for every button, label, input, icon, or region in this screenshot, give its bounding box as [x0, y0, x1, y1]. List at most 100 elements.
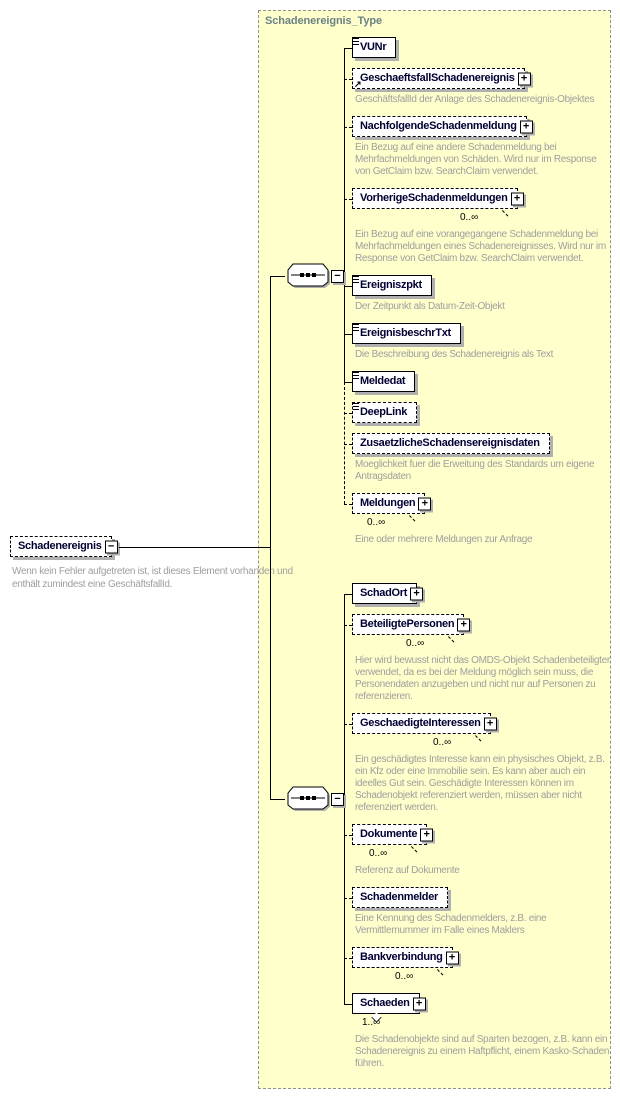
occurrence-label: 0..∞: [395, 971, 414, 982]
element-label: Dokumente: [360, 828, 418, 840]
expand-icon[interactable]: +: [412, 997, 426, 1010]
element-box-meldungen[interactable]: Meldungen+: [352, 493, 432, 515]
annotation-text: Die Beschreibung des Schadenereignis als…: [355, 349, 554, 360]
occurrence-label: 0..∞: [433, 737, 452, 748]
element-row: ↗GeschaeftsfallSchadenereignis+ Geschäfts…: [352, 68, 614, 106]
element-box-schadenmelder[interactable]: Schadenmelder: [352, 887, 449, 908]
element-box-beteiligtepersonen[interactable]: BeteiligtePersonen+: [352, 614, 471, 636]
element-row: NachfolgendeSchadenmeldung+ Ein Bezug auf…: [352, 116, 614, 178]
occurrence-label: 1..∞: [362, 1017, 381, 1028]
element-lines-icon: [353, 276, 360, 283]
connector-line: [344, 199, 352, 200]
connector-line: [344, 444, 352, 445]
element-label: SchadOrt: [360, 587, 408, 599]
connector-line: [344, 1004, 352, 1005]
complex-type-title: Schadenereignis_Type: [265, 15, 383, 27]
sequence-compositor-icon[interactable]: −: [285, 786, 346, 812]
connector-line: [344, 724, 352, 725]
connector-line: [344, 958, 352, 959]
element-label: BeteiligtePersonen: [360, 618, 455, 630]
sequence-compositor-icon[interactable]: −: [285, 263, 346, 289]
element-box-ereigniszpkt[interactable]: Ereigniszpkt: [352, 275, 432, 296]
sequence-group-2: SchadOrt+BeteiligtePersonen+0..∞Hier wir…: [352, 583, 614, 1080]
element-row: VUNr: [352, 37, 614, 58]
element-lines-icon: [353, 38, 360, 45]
element-label: GeschaeftsfallSchadenereignis: [360, 72, 515, 84]
element-box-schadort[interactable]: SchadOrt+: [352, 583, 424, 604]
collapse-button[interactable]: −: [331, 792, 344, 806]
connector-line: [344, 382, 345, 504]
connector-line: [344, 594, 345, 1004]
annotation-text: Der Zeitpunkt als Datum-Zeit-Objekt: [355, 301, 505, 312]
element-box-schaeden[interactable]: Schaeden+: [352, 993, 426, 1015]
element-label: Schaeden: [360, 997, 410, 1009]
expand-icon[interactable]: +: [418, 497, 432, 510]
element-row: BeteiligtePersonen+0..∞Hier wird bewusst…: [352, 614, 614, 703]
expand-icon[interactable]: +: [519, 120, 533, 133]
reference-arrow-icon: ↗: [354, 79, 362, 89]
element-box-schadenereignis[interactable]: Schadenereignis −: [10, 536, 118, 557]
element-box-dokumente[interactable]: Dokumente+: [352, 824, 434, 846]
expand-icon[interactable]: +: [445, 951, 459, 964]
element-label: VUNr: [360, 41, 387, 53]
element-row: Schaeden+1..∞Die Schadenobjekte sind auf…: [352, 993, 614, 1070]
collapse-button[interactable]: −: [104, 540, 118, 553]
connector-line: [344, 625, 352, 626]
element-label: GeschaedigteInteressen: [360, 717, 481, 729]
element-row: Meldungen+0..∞Eine oder mehrere Meldunge…: [352, 493, 614, 546]
element-row: GeschaedigteInteressen+0..∞Ein geschädig…: [352, 713, 614, 814]
element-label: ZusaetzlicheSchadensereignisdaten: [360, 437, 540, 449]
element-label: Meldedat: [360, 375, 406, 387]
connector-line: [270, 276, 271, 799]
expand-icon[interactable]: +: [410, 587, 424, 600]
annotation-text: Referenz auf Dokumente: [355, 865, 460, 876]
occurrence-label: 0..∞: [406, 638, 425, 649]
annotation-text: Eine oder mehrere Meldungen zur Anfrage: [355, 534, 533, 545]
connector-line: [344, 127, 352, 128]
element-label: Bankverbindung: [360, 951, 443, 963]
element-lines-icon: [353, 403, 360, 410]
element-box-geschaedigteinteressen[interactable]: GeschaedigteInteressen+: [352, 713, 497, 735]
connector-line: [344, 48, 345, 382]
element-row: Meldedat: [352, 371, 614, 392]
expand-icon[interactable]: +: [420, 828, 434, 841]
occurrence-label: 0..∞: [460, 212, 479, 223]
connector-line: [344, 79, 352, 80]
element-label: Ereigniszpkt: [360, 279, 422, 291]
element-box-vorherigeschadenmeldungen[interactable]: VorherigeSchadenmeldungen+: [352, 188, 524, 210]
connector-line: [270, 799, 285, 800]
element-label: EreignisbeschrTxt: [360, 327, 451, 339]
expand-icon[interactable]: +: [510, 192, 524, 205]
element-box-vunr[interactable]: VUNr: [352, 37, 397, 58]
expand-icon[interactable]: +: [457, 618, 471, 631]
element-row: SchadOrt+: [352, 583, 614, 604]
element-lines-icon: [353, 324, 360, 331]
connector-line: [344, 286, 352, 287]
element-label: Meldungen: [360, 497, 416, 509]
expand-icon[interactable]: +: [483, 717, 497, 730]
expand-icon[interactable]: +: [517, 72, 531, 85]
sequence-group-1: VUNr↗GeschaeftsfallSchadenereignis+Gesch…: [352, 37, 614, 556]
connector-line: [344, 835, 352, 836]
connector-line: [344, 594, 352, 595]
connector-line: [344, 48, 352, 49]
annotation-text: GeschäftsfallId der Anlage des Schadener…: [355, 94, 595, 105]
connector-line: [344, 413, 352, 414]
occurrence-label: 0..∞: [369, 848, 388, 859]
element-box-deeplink[interactable]: DeepLink: [352, 402, 418, 423]
element-box-nachfolgendeschadenmeldung[interactable]: NachfolgendeSchadenmeldung+: [352, 116, 533, 137]
annotation-text: Ein Bezug auf eine andere Schadenmeldung…: [355, 142, 597, 177]
annotation-text: Die Schadenobjekte sind auf Sparten bezo…: [355, 1034, 610, 1069]
element-box-geschaeftsfallschadenereignis[interactable]: ↗GeschaeftsfallSchadenereignis+: [352, 68, 531, 89]
connector-line: [119, 547, 270, 548]
connector-line: [344, 504, 352, 505]
element-box-bankverbindung[interactable]: Bankverbindung+: [352, 947, 459, 969]
collapse-button[interactable]: −: [331, 269, 344, 283]
connector-line: [344, 334, 352, 335]
element-box-ereignisbeschrtxt[interactable]: EreignisbeschrTxt: [352, 323, 461, 344]
element-box-zusaetzlicheschadensereignisdaten[interactable]: ZusaetzlicheSchadensereignisdaten: [352, 433, 550, 454]
annotation-text: Eine Kennung des Schadenmelders, z.B. ei…: [355, 913, 547, 936]
element-box-meldedat[interactable]: Meldedat: [352, 371, 416, 392]
annotation-text: Wenn kein Fehler aufgetreten ist, ist di…: [12, 566, 293, 590]
